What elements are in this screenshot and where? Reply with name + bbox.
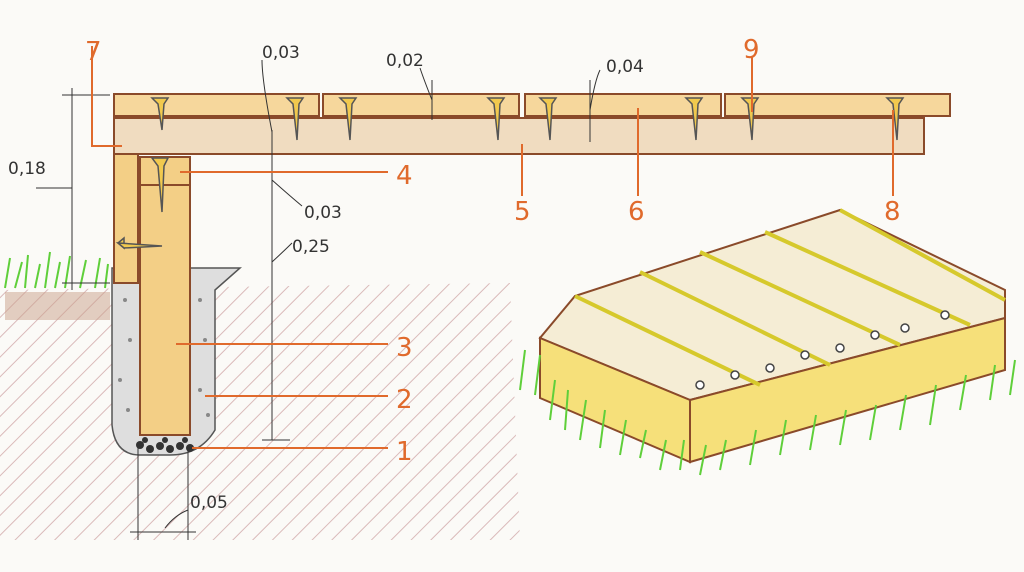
dim-post-width: 0,05 bbox=[190, 493, 228, 513]
nails bbox=[115, 97, 905, 250]
deck-perspective bbox=[519, 208, 1016, 476]
soil bbox=[0, 283, 520, 540]
callout-8: 8 bbox=[884, 197, 901, 227]
dim-board-thickness: 0,04 bbox=[606, 57, 644, 77]
callout-lines bbox=[91, 46, 894, 449]
dim-embed-depth: 0,25 bbox=[292, 237, 330, 257]
left-grass bbox=[4, 251, 109, 289]
callout-9: 9 bbox=[743, 35, 760, 65]
joist bbox=[113, 117, 925, 155]
dim-post-height: 0,18 bbox=[8, 159, 46, 179]
callout-4: 4 bbox=[396, 161, 413, 191]
callout-5: 5 bbox=[514, 197, 531, 227]
dim-board-gap: 0,02 bbox=[386, 51, 424, 71]
callout-1: 1 bbox=[396, 437, 413, 467]
dim-mid-gap: 0,03 bbox=[304, 203, 342, 223]
support-post bbox=[139, 159, 191, 436]
deck-boards bbox=[113, 93, 951, 117]
callout-7: 7 bbox=[85, 37, 102, 67]
callout-2: 2 bbox=[396, 385, 413, 415]
dimension-lines bbox=[36, 59, 601, 540]
dim-top-gap: 0,03 bbox=[262, 43, 300, 63]
callout-3: 3 bbox=[396, 333, 413, 363]
callout-6: 6 bbox=[628, 197, 645, 227]
